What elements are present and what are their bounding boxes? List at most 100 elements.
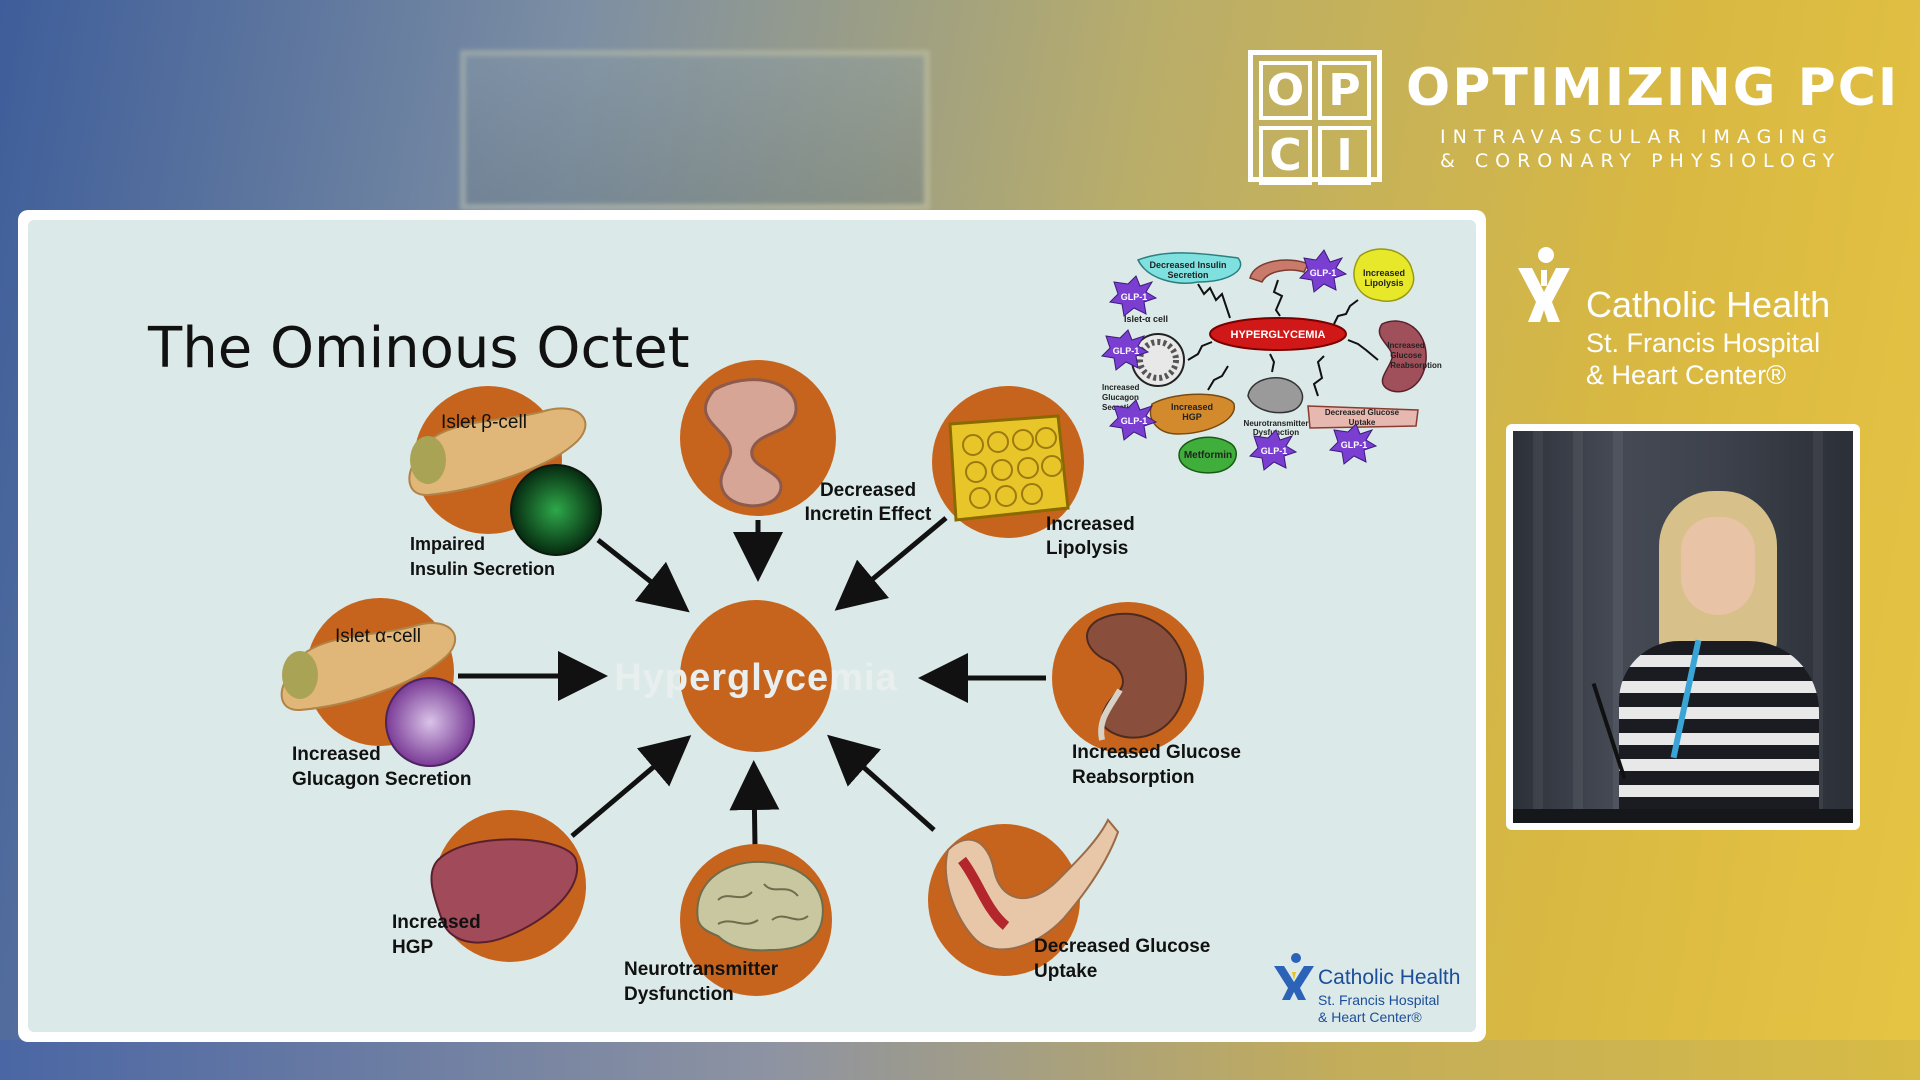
inset-label: HGP: [1182, 412, 1202, 422]
inset-label: Lipolysis: [1364, 278, 1403, 288]
svg-text:GLP-1: GLP-1: [1121, 292, 1148, 302]
arrow-beta: [596, 538, 690, 613]
glp-star: GLP-1: [1298, 249, 1348, 293]
brain-icon: [696, 860, 824, 952]
glp-star: GLP-1: [1108, 399, 1158, 441]
inset-liver: [1149, 393, 1235, 435]
catholic-health-icon: [1518, 247, 1570, 322]
glp-star: GLP-1: [1100, 329, 1150, 371]
pancreas-icon: [280, 622, 456, 712]
node-intestine: Decreased Incretin Effect: [680, 360, 932, 525]
logo-letter: O: [1259, 61, 1312, 120]
glp-star: GLP-1: [1108, 275, 1158, 317]
liver-icon: [430, 838, 579, 944]
glp-star: GLP-1: [1248, 429, 1298, 471]
sponsor-line-1: St. Francis Hospital: [1586, 328, 1821, 358]
inset-brain: [1247, 376, 1304, 414]
speaker-video-feed: [1513, 431, 1853, 823]
slide-logo-line-1: St. Francis Hospital: [1318, 992, 1440, 1008]
node-brain: Neurotransmitter Dysfunction: [624, 844, 832, 1005]
conference-subtitle-1: INTRAVASCULAR IMAGING: [1440, 126, 1834, 148]
inset-lipolysis-cloud: [1353, 248, 1415, 302]
inset-hyperglycemia: [1209, 317, 1347, 351]
node-label-line1: Increased: [292, 744, 381, 765]
node-label-line2: Uptake: [1034, 961, 1097, 982]
inset-center-label: HYPERGLYCEMIA: [1231, 329, 1326, 341]
node-adipose: Increased Lipolysis: [932, 386, 1135, 559]
speaker-video[interactable]: [1506, 424, 1860, 830]
node-label-line2: Lipolysis: [1046, 538, 1128, 559]
node-label-line1: Increased: [1046, 514, 1135, 535]
logo-letter: C: [1259, 126, 1312, 185]
beta-cell-icon: [510, 464, 602, 556]
inset-diagram: HYPERGLYCEMIA Decreased Insulin Secretio…: [1100, 248, 1442, 474]
sponsor-line-2: & Heart Center®: [1586, 360, 1786, 390]
slide-logo-name: Catholic Health: [1318, 966, 1461, 989]
inset-label: Glucagon: [1102, 393, 1139, 402]
inset-label: Metformin: [1184, 450, 1232, 461]
logo-letter: P: [1318, 61, 1371, 120]
background-floor: [0, 1040, 1920, 1080]
glp-star: GLP-1: [1328, 423, 1378, 465]
gallbladder-icon: [282, 651, 318, 699]
slide-canvas: The Ominous Octet Hyperglycemia: [28, 220, 1476, 1032]
node-alpha-cell: Islet α-cell Increased Glucagon Secretio…: [280, 598, 475, 790]
node-top-label: Islet β-cell: [441, 412, 527, 433]
node-label-line1: Increased Glucose: [1072, 742, 1241, 763]
node-label-line2: Incretin Effect: [805, 504, 932, 525]
arrow-muscle: [827, 734, 936, 832]
slide-title: The Ominous Octet: [148, 316, 690, 381]
node-label-line2: Reabsorption: [1072, 767, 1194, 788]
node-label-line1: Decreased: [820, 480, 916, 501]
svg-text:GLP-1: GLP-1: [1113, 346, 1140, 356]
conference-title: OPTIMIZING PCI: [1406, 58, 1900, 118]
ominous-octet-diagram: Hyperglycemia Islet β-cell Impaired Insu…: [280, 248, 1442, 1005]
inset-label: Secretion: [1167, 270, 1208, 280]
inset-label: Decreased Glucose: [1325, 408, 1400, 417]
svg-text:GLP-1: GLP-1: [1310, 268, 1337, 278]
inset-label: Glucose: [1390, 351, 1422, 360]
node-muscle: Decreased Glucose Uptake: [928, 818, 1210, 982]
inset-label: Increased: [1387, 341, 1424, 350]
presentation-slide: The Ominous Octet Hyperglycemia: [18, 210, 1486, 1042]
node-label-line2: Dysfunction: [624, 984, 734, 1005]
slide-logo-line-2: & Heart Center®: [1318, 1009, 1422, 1025]
inset-label: Reabsorption: [1390, 361, 1442, 370]
slide-logo-icon: [1274, 953, 1314, 1000]
inset-label: Neurotransmitter: [1244, 419, 1309, 428]
inset-label: Islet-α cell: [1124, 314, 1168, 324]
node-label-line2: Insulin Secretion: [410, 559, 555, 579]
intestine-icon: [703, 378, 798, 508]
node-label-line2: Glucagon Secretion: [292, 769, 471, 790]
node-liver: Increased HGP: [392, 810, 586, 962]
node-label-line1: Decreased Glucose: [1034, 936, 1210, 957]
arrow-liver: [570, 735, 692, 838]
svg-text:GLP-1: GLP-1: [1261, 446, 1288, 456]
inset-label: Uptake: [1349, 418, 1376, 427]
svg-text:GLP-1: GLP-1: [1121, 416, 1148, 426]
node-label-line1: Increased: [392, 912, 481, 933]
inset-kidney: [1378, 320, 1427, 393]
inset-intestine: [1249, 259, 1310, 283]
inset-label: Increased: [1171, 402, 1213, 412]
gallbladder-icon: [410, 436, 446, 484]
center-label: Hyperglycemia: [614, 657, 897, 699]
inset-muscle: [1307, 405, 1419, 429]
arrow-lipolysis: [834, 516, 948, 611]
sponsor-name: Catholic Health: [1586, 284, 1831, 325]
inset-label: Increased: [1363, 268, 1405, 278]
opci-logo: O P C I: [1248, 50, 1382, 185]
node-top-label: Islet α-cell: [335, 626, 421, 647]
node-label-line1: Neurotransmitter: [624, 959, 779, 980]
node-beta-cell: Islet β-cell Impaired Insulin Secretion: [408, 386, 602, 579]
inset-label: Decreased Insulin: [1149, 260, 1226, 270]
speaker-body: [1619, 641, 1819, 823]
node-label-line1: Impaired: [410, 534, 485, 554]
arm-muscle-icon: [944, 818, 1120, 951]
podium: [1513, 809, 1853, 823]
pancreas-icon: [408, 407, 587, 497]
center-circle: [680, 600, 832, 752]
speaker-face: [1681, 517, 1755, 615]
logo-letter: I: [1318, 126, 1371, 185]
inset-label: Increased: [1102, 383, 1139, 392]
